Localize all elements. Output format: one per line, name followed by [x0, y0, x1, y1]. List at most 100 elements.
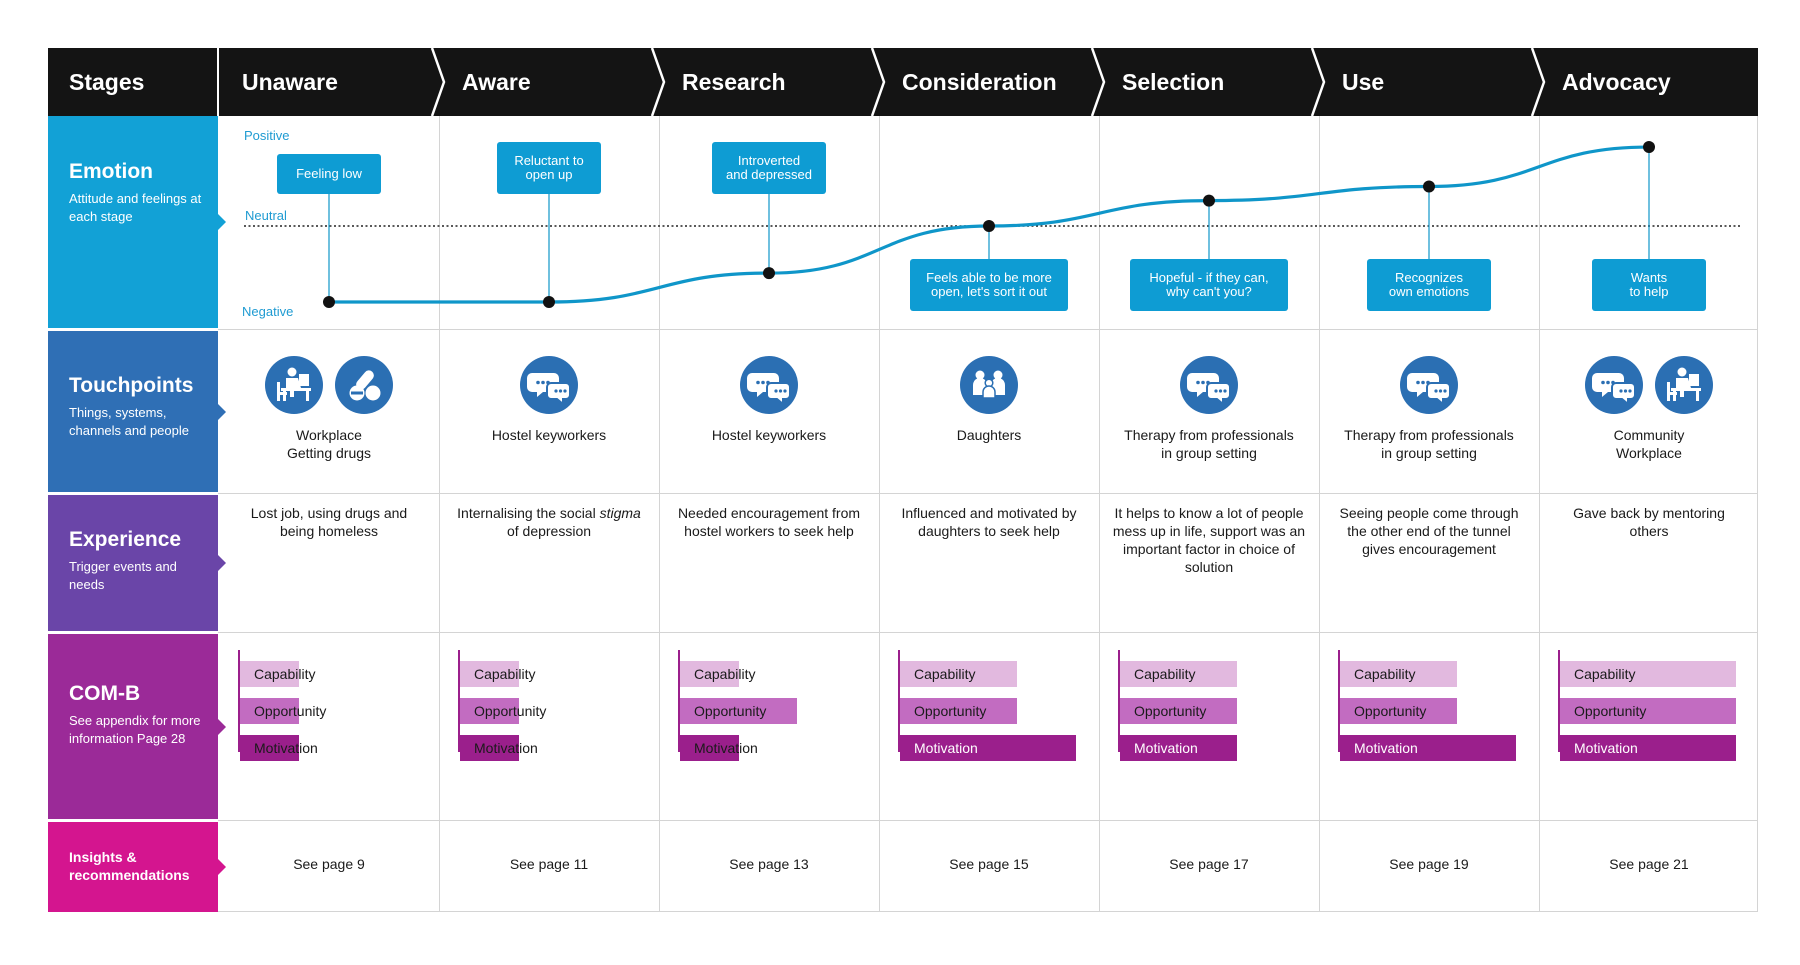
comb-bar-opportunity [1560, 698, 1736, 724]
row-title-experience: Experience [69, 528, 182, 551]
comb-bar-opportunity [680, 698, 797, 724]
desk-worker-icon [265, 356, 323, 414]
insight-page-link[interactable]: See page 11 [509, 856, 589, 872]
insight-page-link[interactable]: See page 9 [293, 856, 365, 872]
stage-unaware: Unaware [242, 69, 338, 95]
comb-label-motivation: Motivation [1134, 740, 1198, 756]
row-header-emotion: Emotion Attitude and feelings at each st… [48, 116, 226, 328]
comb-axis [1338, 650, 1340, 752]
row-subtitle-comb: See appendix for more information Page 2… [69, 713, 201, 746]
emotion-callout-aware: Reluctant to open up [497, 142, 601, 194]
comb-label-motivation: Motivation [694, 740, 758, 756]
touchpoint-label: Hostel keyworkers [491, 427, 607, 443]
touchpoint-label: Therapy from professionals in group sett… [1124, 427, 1294, 461]
column-divider [1539, 116, 1540, 912]
insight-page-link[interactable]: See page 15 [949, 856, 1029, 872]
comb-label-opportunity: Opportunity [1354, 703, 1427, 719]
stage-chevrons [217, 48, 1546, 116]
stage-chevron [1090, 48, 1106, 116]
column-divider [879, 116, 880, 912]
stage-use: Use [1342, 69, 1385, 95]
comb-label-capability: Capability [254, 666, 316, 682]
comb-label-capability: Capability [1354, 666, 1416, 682]
comb-bar-capability [1120, 661, 1237, 687]
experience-text: Lost job, using drugs and being homeless [250, 505, 408, 539]
row-header-experience: Experience Trigger events and needs [48, 495, 226, 631]
comb-bar-capability [900, 661, 1017, 687]
touchpoint-label: Therapy from professionals in group sett… [1344, 427, 1514, 461]
speech-bubbles-icon [740, 356, 798, 414]
row-divider [218, 329, 1758, 330]
comb-bar-capability [240, 661, 299, 687]
experience-text-part: Internalising the social [457, 505, 600, 521]
speech-bubbles-icon [1400, 356, 1458, 414]
touchpoint-label: Daughters [956, 427, 1022, 443]
experience-text-part: of depression [506, 523, 592, 539]
insight-page-link[interactable]: See page 19 [1389, 856, 1469, 872]
insight-page-link[interactable]: See page 13 [729, 856, 809, 872]
comb-bar-motivation [240, 735, 299, 761]
comb-bar-capability [1340, 661, 1457, 687]
emotion-point [1643, 141, 1655, 154]
emotion-point [1203, 194, 1215, 207]
comb-label-motivation: Motivation [474, 740, 538, 756]
comb-label-capability: Capability [1574, 666, 1636, 682]
comb-label-opportunity: Opportunity [914, 703, 987, 719]
comb-label-motivation: Motivation [1574, 740, 1638, 756]
row-arrow [218, 555, 226, 571]
family-group-icon [960, 356, 1018, 414]
emotion-level-positive: Positive [244, 128, 290, 143]
emotion-point [763, 267, 775, 280]
insight-page-link[interactable]: See page 17 [1169, 856, 1249, 872]
row-arrow [218, 403, 226, 420]
comb-axis [678, 650, 680, 752]
emotion-point [323, 296, 335, 308]
insight-page-link[interactable]: See page 21 [1609, 856, 1689, 872]
row-subtitle-experience: Trigger events and needs [69, 559, 177, 592]
comb-label-capability: Capability [474, 666, 536, 682]
row-title-touchpoints: Touchpoints [69, 374, 194, 397]
experience-text-emphasis: stigma [599, 505, 641, 521]
emotion-callout-consideration: Feels able to be more open, let's sort i… [910, 259, 1068, 311]
row-header-comb: COM-B See appendix for more information … [48, 634, 226, 819]
experience-text: Influenced and motivated by daughters to… [901, 505, 1077, 539]
column-divider [1319, 116, 1320, 912]
column-divider [1099, 116, 1100, 912]
comb-bar-motivation [680, 735, 739, 761]
comb-bar-opportunity [1340, 698, 1457, 724]
stage-chevron [1530, 48, 1546, 116]
stage-chevron [1310, 48, 1326, 116]
row-arrow [218, 718, 226, 735]
touchpoint-label: Workplace Getting drugs [286, 427, 372, 461]
row-arrow [218, 859, 226, 875]
comb-bar-capability [680, 661, 739, 687]
comb-axis [1558, 650, 1560, 752]
emotion-level-neutral: Neutral [245, 208, 287, 223]
comb-label-opportunity: Opportunity [474, 703, 547, 719]
comb-bar-motivation [460, 735, 519, 761]
row-header-touchpoints: Touchpoints Things, systems, channels an… [48, 331, 226, 492]
comb-bar-opportunity [460, 698, 519, 724]
speech-bubbles-icon [520, 356, 578, 414]
column-divider [659, 116, 660, 912]
row-divider [218, 632, 1758, 633]
touchpoint-label: Community Workplace [1613, 427, 1685, 461]
speech-bubbles-icon [1180, 356, 1238, 414]
emotion-point [983, 220, 995, 232]
comb-label-capability: Capability [1134, 666, 1196, 682]
stage-chevron [650, 48, 666, 116]
comb-label-motivation: Motivation [254, 740, 318, 756]
comb-axis [898, 650, 900, 752]
stage-advocacy: Advocacy [1562, 69, 1671, 95]
touchpoint-label: Hostel keyworkers [711, 427, 827, 443]
comb-axis [1118, 650, 1120, 752]
row-divider [218, 493, 1758, 494]
column-divider [439, 116, 440, 912]
row-title-emotion: Emotion [69, 160, 153, 183]
experience-text: Needed encouragement from hostel workers… [677, 505, 861, 539]
comb-label-opportunity: Opportunity [254, 703, 327, 719]
stage-aware: Aware [462, 69, 531, 95]
comb-label-motivation: Motivation [914, 740, 978, 756]
row-title-insights: Insights & recommendations [69, 849, 190, 883]
